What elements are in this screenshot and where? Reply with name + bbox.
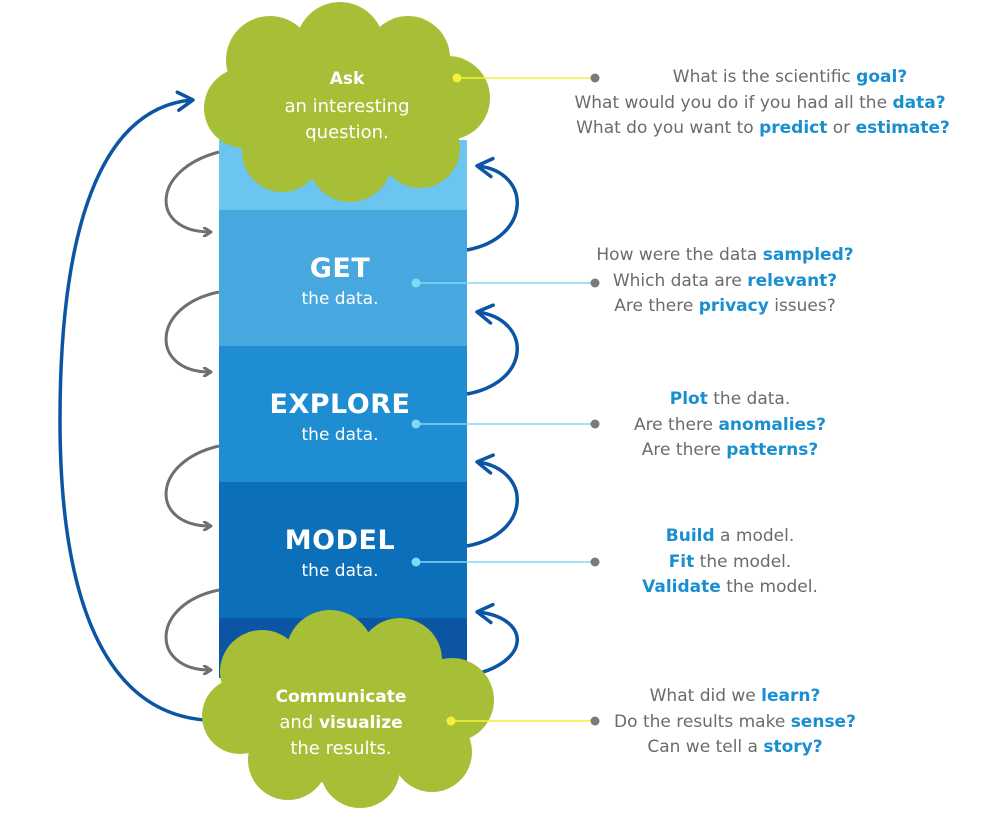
communicate-line-2: and visualize — [279, 712, 402, 733]
model-questions: Build a model. Fit the model. Validate t… — [510, 524, 950, 601]
loop-arrow-communicate-to-ask — [58, 90, 206, 722]
ask-line-2: question. — [305, 122, 389, 143]
model-question-1: Build a model. — [510, 524, 950, 550]
communicate-question-3-text: Can we tell a — [647, 737, 764, 757]
ask-question-2-keyword: data? — [892, 92, 946, 113]
explore-subtitle: the data. — [302, 425, 379, 445]
model-question-3: Validate the model. — [510, 575, 950, 601]
explore-question-1: Plot the data. — [510, 387, 950, 413]
back-arrow-model-to-explore — [466, 453, 519, 548]
back-arrow-explore-to-get — [466, 303, 519, 396]
communicate-line-3: the results. — [290, 738, 391, 759]
communicate-question-2: Do the results make sense? — [515, 710, 955, 736]
forward-arrow-ask-to-get — [164, 150, 220, 232]
connector-ask — [452, 73, 600, 83]
explore-title: EXPLORE — [270, 389, 411, 420]
ask-question-3: What do you want to predict or estimate? — [566, 116, 960, 142]
communicate-question-1-keyword: learn? — [761, 686, 821, 706]
explore-question-3: Are there patterns? — [510, 438, 950, 464]
ask-title: Ask — [330, 69, 365, 89]
get-question-1-keyword: sampled? — [762, 245, 854, 265]
communicate-questions: What did we learn? Do the results make s… — [515, 684, 955, 761]
model-question-3-tail: the model. — [720, 577, 818, 597]
get-question-2-text: Which data are — [612, 270, 748, 291]
get-band — [219, 210, 467, 346]
communicate-word-1: Communicate — [276, 687, 407, 707]
ask-question-3-text: What do you want to — [576, 118, 760, 138]
ask-question-2: What would you do if you had all the dat… — [560, 91, 960, 117]
explore-question-2: Are there anomalies? — [510, 413, 950, 439]
model-band — [219, 482, 467, 618]
forward-arrow-explore-to-model — [164, 444, 220, 526]
get-question-3-tail: issues? — [768, 296, 836, 316]
explore-question-2-text: Are there — [633, 414, 719, 435]
model-question-1-keyword: Build — [665, 526, 715, 546]
explore-questions: Plot the data. Are there anomalies? Are … — [510, 387, 950, 464]
explore-question-3-text: Are there — [641, 440, 727, 460]
get-question-3-keyword: privacy — [698, 296, 769, 316]
ask-cloud — [204, 2, 490, 202]
ask-question-2-text: What would you do if you had all the — [574, 92, 893, 113]
communicate-question-3-keyword: story? — [763, 737, 823, 757]
communicate-question-3: Can we tell a story? — [515, 735, 955, 761]
model-subtitle: the data. — [302, 561, 379, 581]
model-question-2-tail: the model. — [694, 551, 792, 572]
connector-explore — [411, 419, 600, 429]
ask-question-1: What is the scientific goal? — [620, 65, 960, 91]
explore-band — [219, 346, 467, 482]
ask-question-3-middle: or — [827, 118, 856, 138]
back-arrow-get-to-ask — [466, 156, 519, 252]
connector-get — [411, 278, 600, 288]
get-question-3: Are there privacy issues? — [505, 294, 945, 320]
model-question-2-keyword: Fit — [668, 551, 695, 572]
communicate-question-1-text: What did we — [649, 686, 762, 706]
forward-arrow-model-to-communicate — [164, 588, 220, 670]
back-arrow-communicate-to-model — [466, 602, 519, 678]
connector-model — [411, 557, 600, 567]
model-question-3-keyword: Validate — [642, 577, 721, 597]
communicate-question-2-text: Do the results make — [614, 711, 791, 732]
ask-questions: What is the scientific goal? What would … — [520, 65, 960, 142]
model-question-2: Fit the model. — [510, 550, 950, 576]
model-title: MODEL — [285, 525, 395, 556]
get-question-2: Which data are relevant? — [505, 269, 945, 295]
get-title: GET — [310, 253, 371, 284]
explore-question-2-keyword: anomalies? — [718, 414, 827, 435]
ask-question-1-text: What is the scientific — [672, 67, 857, 87]
get-question-1: How were the data sampled? — [505, 243, 945, 269]
get-question-1-text: How were the data — [596, 245, 763, 265]
get-subtitle: the data. — [302, 289, 379, 309]
connector-communicate — [446, 716, 600, 726]
ask-line-1: an interesting — [284, 96, 409, 117]
get-question-3-text: Are there — [614, 296, 699, 316]
explore-question-1-keyword: Plot — [669, 389, 708, 409]
communicate-question-1: What did we learn? — [515, 684, 955, 710]
ask-question-3-keyword-2: estimate? — [855, 118, 950, 138]
communicate-word-visualize: visualize — [319, 713, 403, 733]
communicate-question-2-keyword: sense? — [790, 711, 856, 732]
explore-question-1-tail: the data. — [707, 389, 791, 409]
ask-question-3-keyword-1: predict — [759, 118, 828, 138]
model-question-1-tail: a model. — [714, 526, 795, 546]
explore-question-3-keyword: patterns? — [726, 440, 819, 460]
get-question-2-keyword: relevant? — [747, 270, 838, 291]
ask-question-1-keyword: goal? — [856, 67, 908, 87]
get-questions: How were the data sampled? Which data ar… — [505, 243, 945, 320]
forward-arrow-get-to-explore — [164, 290, 220, 372]
communicate-word-and: and — [279, 712, 313, 733]
